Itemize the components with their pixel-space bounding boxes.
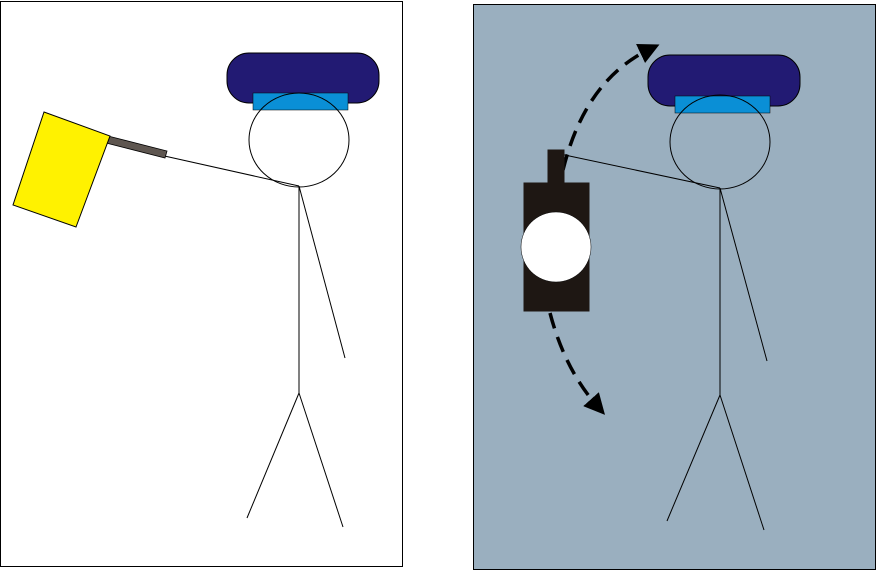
curved-arrow-up-icon: [561, 44, 660, 171]
panel-flag-signal: [0, 1, 403, 567]
stick-figure: [159, 154, 346, 528]
flag-icon: [12, 111, 168, 228]
lamp-handle: [547, 149, 565, 185]
cap-band: [674, 95, 771, 114]
left-leg: [246, 392, 300, 519]
left-arm: [559, 153, 721, 189]
stick-figure: [559, 153, 768, 531]
right-arm: [298, 185, 346, 359]
signal-lamp-icon: [520, 149, 592, 312]
right-arm: [719, 187, 768, 362]
curved-arrow-down-icon: [548, 312, 605, 415]
left-arm: [159, 154, 300, 187]
flag-cloth: [12, 111, 111, 228]
lamp-lens: [520, 211, 592, 283]
right-leg: [719, 394, 765, 531]
right-leg: [298, 392, 344, 528]
panel-lamp-signal: [473, 4, 876, 570]
cap-band: [252, 92, 349, 111]
left-leg: [666, 394, 721, 522]
